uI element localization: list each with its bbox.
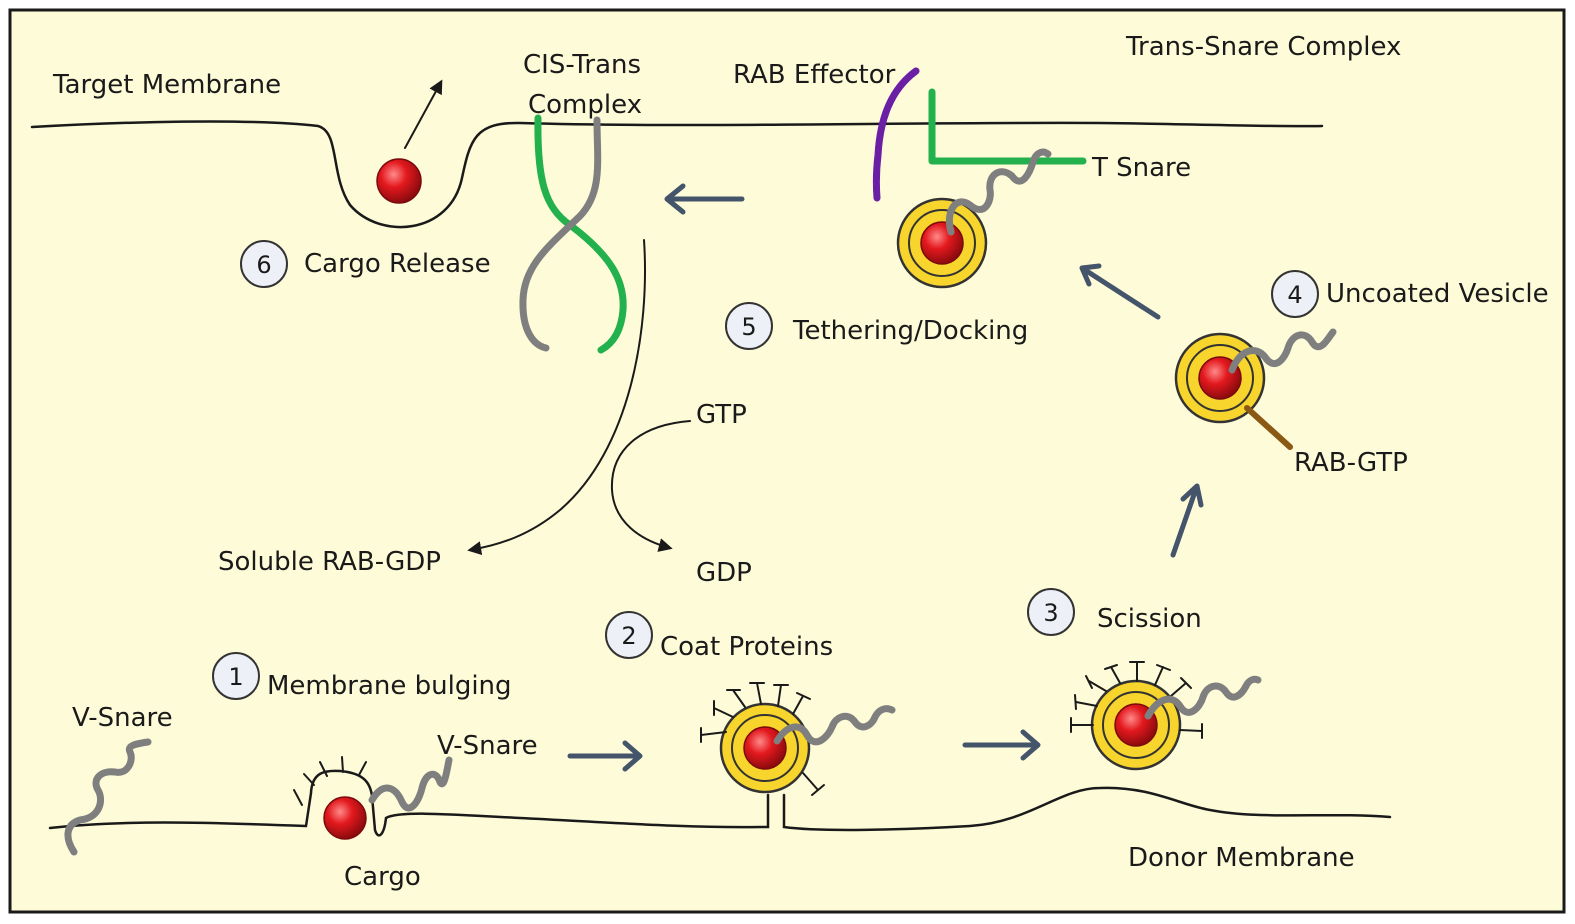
svg-text:1: 1 bbox=[228, 663, 243, 691]
released-cargo bbox=[376, 158, 422, 204]
rab-gtp-stalk bbox=[1244, 405, 1293, 450]
donor-membrane bbox=[48, 769, 1392, 837]
arrow-docking-to-complex bbox=[664, 183, 745, 215]
label-coat-proteins: Coat Proteins bbox=[660, 632, 833, 662]
arrow-scission-to-uncoated bbox=[1170, 483, 1204, 558]
scission-v-snare bbox=[1144, 675, 1262, 720]
label-donor-membrane: Donor Membrane bbox=[1128, 843, 1355, 873]
label-trans-snare-complex: Trans-Snare Complex bbox=[1125, 32, 1401, 62]
svg-text:4: 4 bbox=[1287, 281, 1302, 309]
label-scission: Scission bbox=[1097, 604, 1202, 634]
label-v-snare-left: V-Snare bbox=[72, 703, 173, 733]
scission-coat-spikes bbox=[1070, 661, 1203, 739]
coated-vesicle bbox=[719, 702, 811, 794]
label-cis-trans-line2: Complex bbox=[528, 90, 642, 120]
cis-trans-gray-strand bbox=[519, 116, 602, 352]
label-rab-gtp: RAB-GTP bbox=[1294, 448, 1408, 478]
cargo-release-arrow bbox=[404, 79, 443, 149]
step-marker-6: 6 bbox=[240, 240, 288, 288]
gtp-to-gdp-arrow bbox=[610, 420, 691, 552]
label-gtp: GTP bbox=[696, 400, 747, 430]
label-t-snare: T Snare bbox=[1091, 153, 1191, 183]
budding-coat-spikes bbox=[293, 756, 367, 806]
uncoated-v-snare bbox=[1228, 328, 1337, 374]
svg-text:6: 6 bbox=[256, 251, 271, 279]
svg-text:2: 2 bbox=[621, 622, 636, 650]
step-marker-1: 1 bbox=[212, 652, 260, 700]
free-v-snare bbox=[64, 738, 152, 856]
docked-vesicle bbox=[896, 197, 988, 289]
budding-v-snare bbox=[368, 756, 453, 812]
arrow-uncoated-to-docking bbox=[1079, 263, 1161, 320]
label-cargo-release: Cargo Release bbox=[304, 249, 491, 279]
step-marker-3: 3 bbox=[1027, 588, 1075, 636]
label-uncoated-vesicle: Uncoated Vesicle bbox=[1326, 279, 1549, 309]
label-cargo: Cargo bbox=[344, 862, 421, 892]
label-soluble-rab-gdp: Soluble RAB-GDP bbox=[218, 547, 441, 577]
svg-text:3: 3 bbox=[1043, 599, 1058, 627]
step-marker-2: 2 bbox=[605, 611, 653, 659]
coated-v-snare bbox=[773, 705, 896, 746]
docked-v-snare bbox=[946, 148, 1052, 236]
label-gdp: GDP bbox=[696, 558, 752, 588]
label-target-membrane: Target Membrane bbox=[52, 70, 281, 100]
step-marker-4: 4 bbox=[1271, 270, 1319, 318]
label-v-snare-mid: V-Snare bbox=[437, 731, 538, 761]
label-tethering-docking: Tethering/Docking bbox=[792, 316, 1028, 346]
arrow-coated-to-scission bbox=[962, 729, 1041, 761]
arrow-bulging-to-coated bbox=[567, 740, 643, 772]
target-membrane bbox=[30, 120, 1324, 229]
rab-effector bbox=[872, 67, 920, 202]
label-rab-effector: RAB Effector bbox=[733, 60, 896, 90]
label-membrane-bulging: Membrane bulging bbox=[267, 671, 512, 701]
label-cis-trans-line1: CIS-Trans bbox=[523, 50, 641, 80]
scission-vesicle bbox=[1090, 679, 1182, 771]
budding-cargo bbox=[323, 796, 367, 840]
cis-trans-green-strand bbox=[534, 114, 627, 354]
svg-text:5: 5 bbox=[741, 313, 756, 341]
rab-gdp-release-arrow bbox=[467, 239, 647, 556]
step-marker-5: 5 bbox=[725, 302, 773, 350]
coat-proteins-spikes bbox=[700, 682, 825, 796]
